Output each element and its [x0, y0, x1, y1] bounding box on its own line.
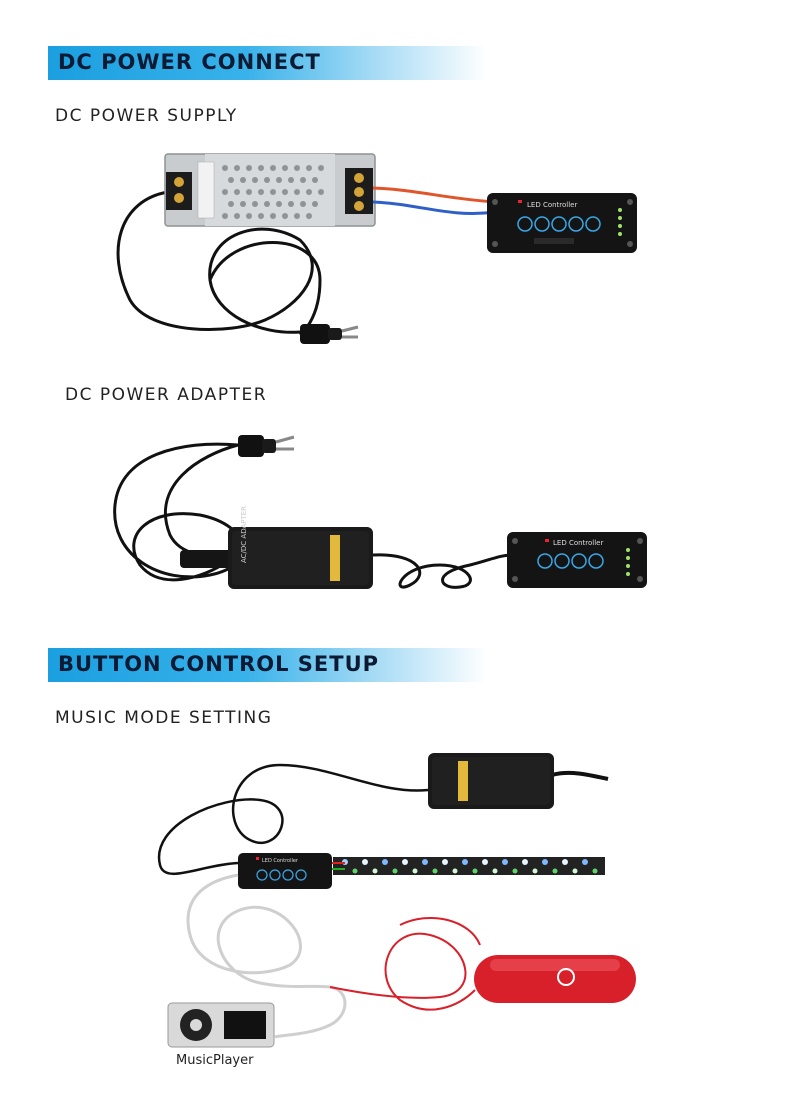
led-strip — [342, 859, 598, 874]
section-header-button-control: BUTTON CONTROL SETUP — [48, 648, 488, 682]
speaker — [474, 955, 636, 1003]
controller-label: LED Controller — [527, 201, 577, 209]
music-mode-illustration: LED Controller — [157, 753, 636, 1048]
led-controller-3: LED Controller — [238, 853, 332, 889]
led-controller-2: LED Controller — [507, 532, 647, 588]
music-player — [167, 1002, 275, 1048]
subheading-power-supply: DC POWER SUPPLY — [55, 106, 238, 126]
subheading-music-mode: MUSIC MODE SETTING — [55, 708, 273, 728]
section-header-dc-power: DC POWER CONNECT — [48, 46, 488, 80]
power-supply-illustration: LED Controller — [116, 153, 637, 344]
section-title: BUTTON CONTROL SETUP — [58, 652, 380, 676]
section-title: DC POWER CONNECT — [58, 50, 321, 74]
subheading-power-adapter: DC POWER ADAPTER — [65, 385, 268, 405]
power-adapter-illustration: AC/DC ADAPTER LED Controller — [113, 435, 647, 589]
led-controller-1: LED Controller — [487, 193, 637, 253]
svg-text:LED Controller: LED Controller — [262, 858, 299, 864]
music-player-label: MusicPlayer — [176, 1053, 254, 1068]
svg-text:LED Controller: LED Controller — [553, 539, 603, 547]
adapter-label: AC/DC ADAPTER — [240, 506, 248, 563]
